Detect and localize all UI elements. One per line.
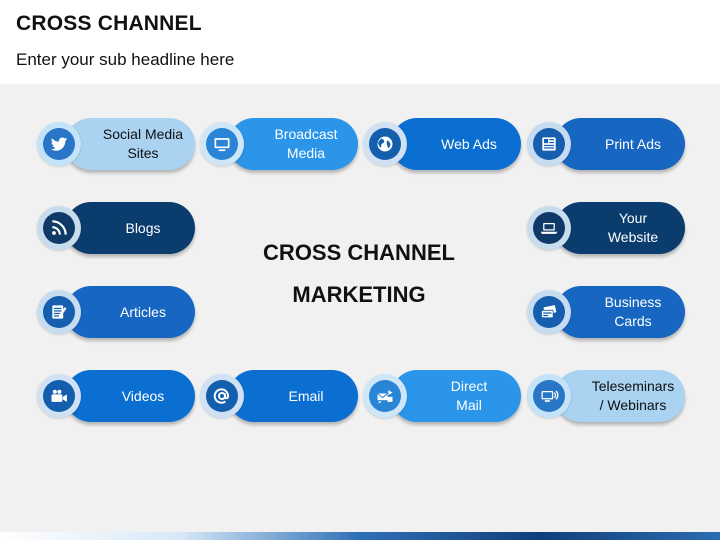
newspaper-icon — [527, 122, 571, 166]
center-title: CROSS CHANNEL MARKETING — [214, 232, 504, 316]
channel-pill[interactable]: Blogs — [65, 202, 195, 254]
center-title-line-2: MARKETING — [292, 282, 426, 307]
article-icon — [37, 290, 81, 334]
bottom-accent-bar — [0, 532, 720, 540]
channel-print-ads[interactable]: Print Ads — [527, 118, 687, 174]
video-camera-icon — [37, 374, 81, 418]
channel-label-line-2: Sites — [127, 145, 159, 161]
center-title-line-1: CROSS CHANNEL — [263, 240, 455, 265]
channel-pill[interactable]: Teleseminars / Webinars — [555, 370, 685, 422]
channel-label-line-1: Web Ads — [441, 135, 497, 152]
channel-articles[interactable]: Articles — [37, 286, 197, 342]
channel-label-line-1: Business — [604, 294, 662, 310]
channel-label-line-1: Social Media — [102, 126, 184, 142]
at-sign-icon — [200, 374, 244, 418]
channel-pill[interactable]: Print Ads — [555, 118, 685, 170]
channel-label-line-2: Cards — [614, 313, 652, 329]
channel-label-line-1: Direct — [450, 378, 488, 394]
tv-icon — [200, 122, 244, 166]
channel-label-line-1: Print Ads — [604, 135, 662, 152]
channel-email[interactable]: Email — [200, 370, 360, 426]
channel-label-line-2: Mail — [456, 397, 482, 413]
channel-videos[interactable]: Videos — [37, 370, 197, 426]
channel-pill[interactable]: Videos — [65, 370, 195, 422]
globe-icon — [363, 122, 407, 166]
channel-pill[interactable]: Email — [228, 370, 358, 422]
laptop-icon — [527, 206, 571, 250]
channel-teleseminars[interactable]: Teleseminars / Webinars — [527, 370, 687, 426]
channel-blogs[interactable]: Blogs — [37, 202, 197, 258]
channel-label-line-1: Email — [288, 387, 324, 404]
direct-mail-icon — [363, 374, 407, 418]
slide-title: CROSS CHANNEL — [16, 12, 202, 35]
channel-label-line-1: Broadcast — [274, 126, 338, 142]
channel-label-line-1: Teleseminars — [591, 378, 675, 394]
channel-label-line-1: Your — [618, 210, 648, 226]
channel-label-line-2: Website — [607, 229, 659, 245]
slide-subtitle: Enter your sub headline here — [16, 50, 235, 69]
rss-icon — [37, 206, 81, 250]
channel-label-line-1: Videos — [121, 387, 165, 404]
webinar-icon — [527, 374, 571, 418]
business-card-icon — [527, 290, 571, 334]
channel-pill[interactable]: Web Ads — [391, 118, 521, 170]
channel-web-ads[interactable]: Web Ads — [363, 118, 523, 174]
channel-label-line-1: Articles — [120, 303, 166, 320]
twitter-icon — [37, 122, 81, 166]
channel-label-line-2: / Webinars — [599, 397, 667, 413]
channel-pill[interactable]: Articles — [65, 286, 195, 338]
channel-label-line-1: Blogs — [125, 219, 161, 236]
channel-label-line-2: Media — [286, 145, 326, 161]
